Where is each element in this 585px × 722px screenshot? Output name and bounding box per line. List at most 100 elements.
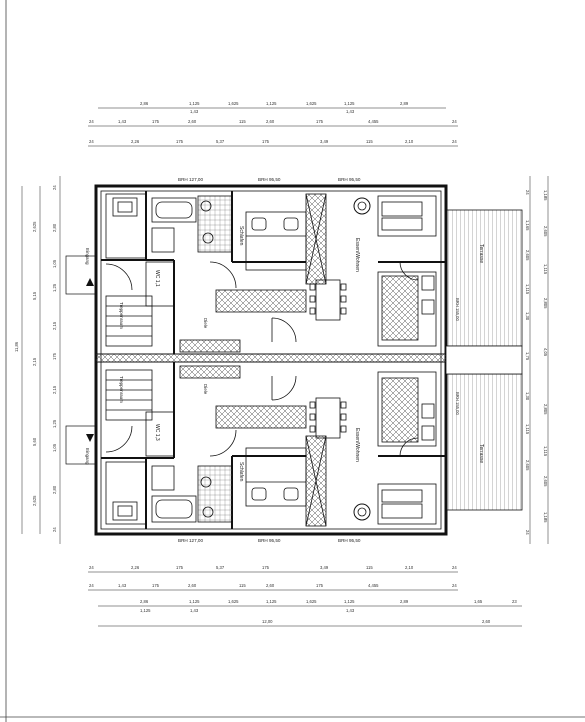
room-label-living: Essen/Wohnen bbox=[354, 238, 360, 272]
dim-label: 24 bbox=[52, 185, 57, 190]
terrace-lower bbox=[445, 373, 523, 511]
brh-label-bottom: BRH 95,50 bbox=[258, 538, 281, 543]
brh-label-top: BRH 95,50 bbox=[258, 177, 281, 182]
dim-label: 24 bbox=[89, 139, 94, 144]
dim-label: 1,125 bbox=[266, 599, 277, 604]
dim-label: 3,49 bbox=[320, 565, 329, 570]
left-dim-labels: 11,86 2,625 5,15 2,15 5,60 2,625 24 2,80… bbox=[14, 185, 57, 532]
room-label-living: Essen/Wohnen bbox=[354, 428, 360, 462]
dim-label: 1,125 bbox=[189, 599, 200, 604]
terrace-upper bbox=[445, 209, 523, 347]
dim-label: 2,86 bbox=[140, 101, 149, 106]
dim-label: 24 bbox=[452, 119, 457, 124]
dim-label: 175 bbox=[316, 119, 324, 124]
dim-label: 1,43 bbox=[118, 119, 127, 124]
bottom-dim-row2-labels: 24 1,43 175 2,60 115 2,60 175 4,455 24 bbox=[89, 583, 457, 588]
dim-label: 1,43 bbox=[346, 608, 355, 613]
dim-label: 1,25 bbox=[52, 283, 57, 292]
dim-label: 2,15 bbox=[52, 321, 57, 330]
dim-label: 2,80 bbox=[52, 485, 57, 494]
left-dimension-lines bbox=[21, 176, 61, 544]
dim-label: 115 bbox=[239, 583, 246, 588]
dim-label: 2,10 bbox=[405, 565, 414, 570]
dim-label: 2,625 bbox=[32, 495, 37, 506]
room-label-stairs: Treppenraum bbox=[119, 302, 124, 329]
dim-label: 2,605 bbox=[543, 226, 548, 237]
brh-label-top: BRH 95,50 bbox=[338, 177, 361, 182]
dim-label: 2,15 bbox=[52, 385, 57, 394]
dim-label: 4,455 bbox=[368, 583, 379, 588]
dim-label: 2,605 bbox=[525, 460, 530, 471]
dim-label: 115 bbox=[239, 119, 246, 124]
top-dim-row1-labels: 2,86 1,125 1,625 1,125 1,625 1,125 2,89 … bbox=[140, 101, 409, 114]
entry-step-lower bbox=[65, 425, 97, 465]
dim-label: 2,26 bbox=[131, 565, 140, 570]
dim-label: 2,805 bbox=[543, 298, 548, 309]
room-label-stairs: Treppenraum bbox=[119, 376, 124, 403]
brh-label-bottom: BRH 95,50 bbox=[338, 538, 361, 543]
dim-label: 1,125 bbox=[189, 101, 200, 106]
dim-label: 2,60 bbox=[188, 119, 197, 124]
dim-label: 1,125 bbox=[140, 608, 151, 613]
dim-label: 1,65 bbox=[474, 599, 483, 604]
dim-label: 175 bbox=[152, 583, 160, 588]
dim-label: 4,455 bbox=[368, 119, 379, 124]
top-dim-row3-labels: 24 2,26 175 5,37 175 3,49 115 2,10 24 bbox=[89, 139, 457, 144]
entry-arrow-icon bbox=[86, 278, 94, 286]
brh-label-top: BRH 127,00 bbox=[178, 177, 203, 182]
dim-label: 1,185 bbox=[543, 190, 548, 201]
terrace-brh: BRH 155,00 bbox=[455, 298, 460, 321]
upper-room-labels: Schlafen Essen/Wohnen WC 1,1 Treppenraum… bbox=[85, 226, 360, 329]
right-dim-labels: 1,185 2,605 1,115 2,805 4,05 2,805 1,115… bbox=[525, 190, 548, 535]
dim-label: 2,625 bbox=[32, 221, 37, 232]
dim-label: 2,60 bbox=[188, 583, 197, 588]
dim-label: 115 bbox=[366, 565, 373, 570]
dim-label: 2,60 bbox=[482, 619, 491, 624]
entry-step-upper bbox=[65, 255, 97, 295]
dim-label: 1,625 bbox=[228, 101, 239, 106]
dim-label: 1,125 bbox=[344, 599, 355, 604]
dim-label: 1,05 bbox=[52, 259, 57, 268]
dim-label: 24 bbox=[452, 139, 457, 144]
dim-label: 175 bbox=[176, 565, 184, 570]
party-wall bbox=[95, 353, 447, 363]
dim-label: 2,89 bbox=[400, 101, 409, 106]
bottom-dim-total-labels: 12,00 2,60 bbox=[262, 619, 491, 624]
entry-arrow-icon bbox=[86, 434, 94, 442]
right-dimension-lines bbox=[529, 176, 549, 544]
bottom-dim-row3-labels: 2,86 1,125 1,625 1,125 1,625 1,125 2,89 … bbox=[140, 599, 517, 613]
dim-label: 1,43 bbox=[346, 109, 355, 114]
dim-label: 5,60 bbox=[32, 437, 37, 446]
room-label-bedroom: Schlafen bbox=[238, 226, 244, 246]
room-label-wc: WC 1,3 bbox=[154, 424, 160, 441]
terrace-brh: BRH 155,00 bbox=[455, 392, 460, 415]
dim-label: 1,25 bbox=[52, 419, 57, 428]
brh-label-bottom: BRH 127,00 bbox=[178, 538, 203, 543]
lower-unit bbox=[101, 362, 446, 529]
dim-label: 3,49 bbox=[320, 139, 329, 144]
room-label-hall: Diele bbox=[203, 318, 208, 329]
dim-label: 175 bbox=[176, 139, 184, 144]
terrace-divider bbox=[445, 345, 523, 375]
dim-label: 175 bbox=[316, 583, 324, 588]
dim-label: 115 bbox=[366, 139, 373, 144]
dim-label: 2,10 bbox=[405, 139, 414, 144]
dim-label: 1,43 bbox=[118, 583, 127, 588]
dim-label: 175 bbox=[152, 119, 160, 124]
dim-label: 1,30 bbox=[525, 312, 530, 321]
dim-label: 24 bbox=[89, 583, 94, 588]
room-label-entry: Eingang bbox=[85, 448, 90, 465]
room-label-wc: WC 1,1 bbox=[154, 270, 160, 287]
dim-label: 1,115 bbox=[525, 284, 530, 295]
dim-label: 2,15 bbox=[32, 357, 37, 366]
dim-label: 175 bbox=[262, 565, 270, 570]
dim-label: 2,605 bbox=[543, 476, 548, 487]
top-dim-row2-labels: 24 1,43 175 2,60 115 2,60 175 4,455 24 bbox=[89, 119, 457, 124]
dim-label: 175 bbox=[52, 352, 57, 360]
dim-label: 5,37 bbox=[216, 139, 225, 144]
dim-label: 1,125 bbox=[266, 101, 277, 106]
dim-label: 24 bbox=[525, 190, 530, 195]
dim-label: 11,86 bbox=[14, 341, 19, 352]
dim-label: 175 bbox=[262, 139, 270, 144]
